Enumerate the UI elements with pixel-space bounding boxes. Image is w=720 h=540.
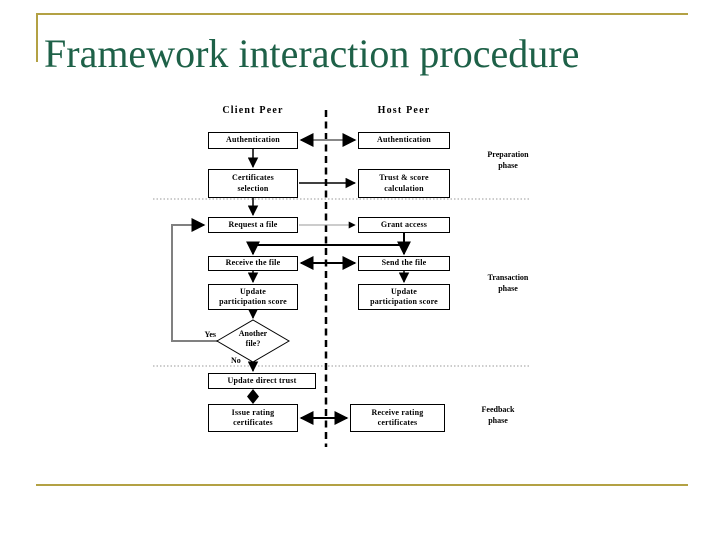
box-request-a-file: Request a file [208, 217, 298, 233]
bottom-border-line [36, 484, 688, 486]
box-update-participation-client: Update participation score [208, 284, 298, 310]
box-update-direct-trust: Update direct trust [208, 373, 316, 389]
phase-label-transaction: Transaction phase [487, 273, 529, 294]
box-issue-rating-certificates: Issue rating certificates [208, 404, 298, 432]
box-certificates-selection: Certificates selection [208, 169, 298, 198]
decision-label: Another file? [238, 329, 268, 349]
decision-yes-label: Yes [204, 330, 216, 339]
column-header-client-peer: Client Peer [222, 105, 284, 116]
column-header-host-peer: Host Peer [377, 105, 431, 116]
box-trust-score-calculation: Trust & score calculation [358, 169, 450, 198]
box-client-authentication: Authentication [208, 132, 298, 149]
arrow-yes-loop [171, 218, 218, 342]
left-border-line [36, 13, 38, 62]
decision-diamond-shape [216, 319, 290, 363]
box-host-authentication: Authentication [358, 132, 450, 149]
box-grant-access: Grant access [358, 217, 450, 233]
decision-no-label: No [231, 356, 241, 365]
box-update-participation-host: Update participation score [358, 284, 450, 310]
box-receive-rating-certificates: Receive rating certificates [350, 404, 445, 432]
phase-label-feedback: Feedback phase [481, 405, 515, 426]
phase-label-preparation: Preparation phase [487, 150, 529, 171]
box-send-the-file: Send the file [358, 256, 450, 271]
arrow-grant-to-receive [246, 233, 405, 256]
top-border-line [36, 13, 688, 15]
slide-title: Framework interaction procedure [44, 31, 580, 76]
connector-updatetrust-to-issue [247, 389, 259, 404]
box-receive-the-file: Receive the file [208, 256, 298, 271]
